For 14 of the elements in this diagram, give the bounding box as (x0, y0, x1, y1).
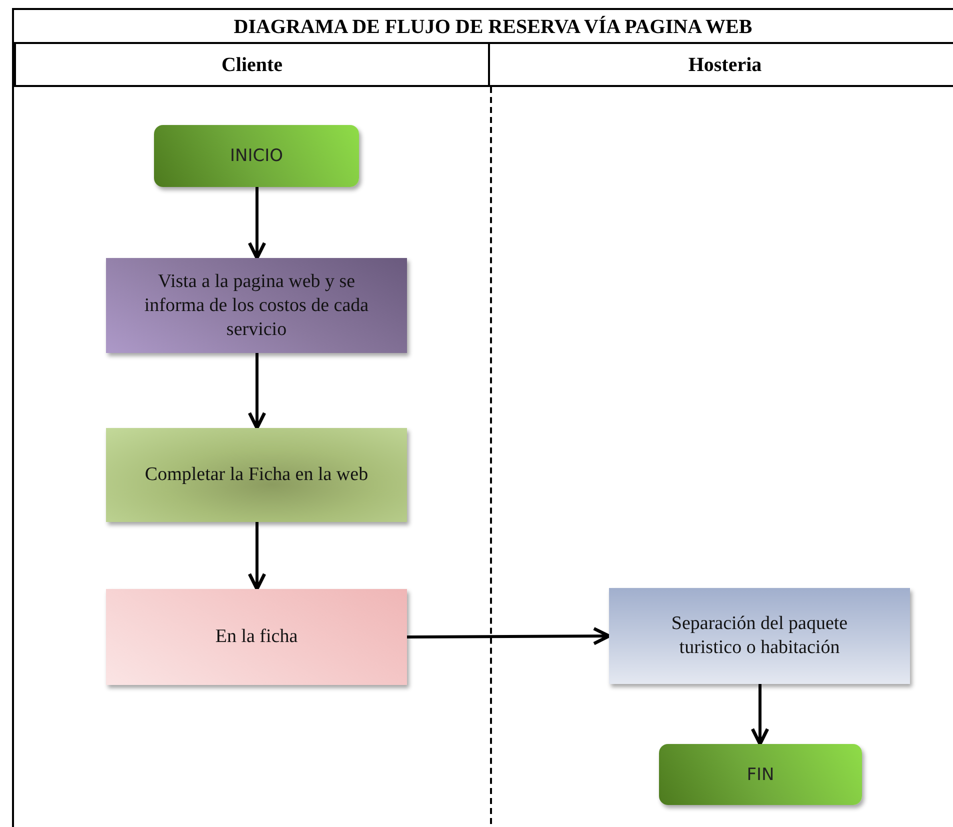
arrow (248, 522, 266, 591)
arrow (407, 626, 611, 646)
arrow (248, 187, 266, 260)
lane-title: Cliente (221, 53, 283, 77)
process-box: Separación del paquete turistico o habitación (609, 588, 910, 684)
arrow (750, 684, 770, 746)
terminal-box: INICIO (154, 125, 359, 187)
diagram-title: DIAGRAMA DE FLUJO DE RESERVA VÍA PAGINA WEB (12, 8, 953, 44)
lane-title: Hosteria (688, 53, 762, 77)
terminal-box: FIN (659, 744, 862, 805)
process-box: Vista a la pagina web y se informa de los costos de cada servicio (106, 258, 407, 353)
arrow (248, 353, 266, 430)
process-box: Completar la Ficha en la web (106, 428, 407, 522)
process-box: En la ficha (106, 589, 407, 685)
